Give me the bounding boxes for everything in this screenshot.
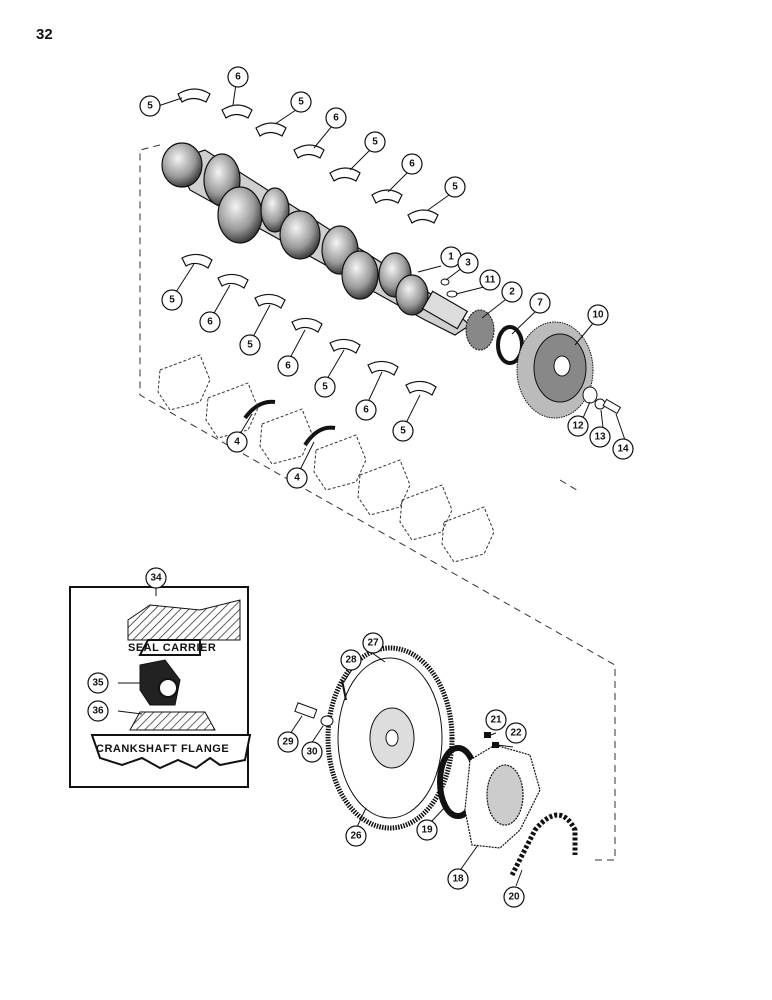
callouts	[87, 66, 634, 908]
callout-1: 1	[448, 252, 454, 263]
callout-13: 13	[594, 432, 606, 443]
vibration-damper	[516, 321, 594, 419]
callout-4: 4	[234, 437, 240, 448]
callout-22: 22	[510, 728, 522, 739]
screw	[484, 732, 491, 738]
dashed-block-outline	[139, 144, 616, 861]
callout-2: 2	[509, 287, 515, 298]
callout-11: 11	[485, 275, 496, 286]
callout-12: 12	[572, 421, 584, 432]
callout-5: 5	[247, 340, 253, 351]
callout-30: 30	[306, 747, 318, 758]
callout-5: 5	[147, 101, 153, 112]
lock-washer-rear	[492, 742, 499, 748]
leader-lines	[155, 83, 626, 887]
callout-21: 21	[490, 715, 502, 726]
flywheel-bolt	[294, 702, 318, 719]
callout-28: 28	[345, 655, 357, 666]
callout-5: 5	[452, 182, 458, 193]
callout-5: 5	[322, 382, 328, 393]
callout-34: 34	[150, 573, 162, 584]
flywheel-washer	[320, 715, 334, 727]
callout-5: 5	[372, 137, 378, 148]
callout-6: 6	[285, 361, 291, 372]
callout-19: 19	[421, 825, 433, 836]
callout-27: 27	[367, 638, 379, 649]
callout-6: 6	[333, 113, 339, 124]
crankshaft	[161, 142, 472, 336]
callout-29: 29	[282, 737, 294, 748]
callout-36: 36	[92, 706, 104, 717]
flywheel	[325, 645, 455, 831]
callout-7: 7	[537, 298, 543, 309]
seal-carrier-label: SEAL CARRIER	[128, 642, 216, 654]
rear-gasket	[509, 812, 578, 877]
upper-bearing-shells	[177, 88, 439, 224]
callout-6: 6	[235, 72, 241, 83]
pin	[440, 278, 450, 286]
callout-6: 6	[363, 405, 369, 416]
callout-6: 6	[409, 159, 415, 170]
callout-5: 5	[298, 97, 304, 108]
callout-5: 5	[400, 426, 406, 437]
callout-10: 10	[592, 310, 604, 321]
washer	[582, 386, 598, 404]
damper-bolt	[602, 398, 622, 415]
crankshaft-flange-label: CRANKSHAFT FLANGE	[96, 743, 229, 755]
callout-26: 26	[350, 831, 362, 842]
front-seal	[496, 325, 524, 365]
callout-5: 5	[169, 295, 175, 306]
callout-35: 35	[92, 678, 104, 689]
callout-3: 3	[465, 258, 471, 269]
lower-bearing-shells	[181, 253, 437, 396]
thrust-washers	[243, 399, 336, 447]
callout-6: 6	[207, 317, 213, 328]
callout-20: 20	[508, 892, 520, 903]
callout-18: 18	[452, 874, 464, 885]
main-bearing-caps	[157, 354, 495, 563]
callout-4: 4	[294, 473, 300, 484]
key	[446, 290, 458, 298]
rear-seal-carrier	[464, 744, 541, 849]
crankshaft-gear	[465, 309, 495, 351]
page-number: 32	[36, 26, 53, 43]
callout-14: 14	[617, 444, 629, 455]
dowel-pin	[341, 679, 347, 701]
